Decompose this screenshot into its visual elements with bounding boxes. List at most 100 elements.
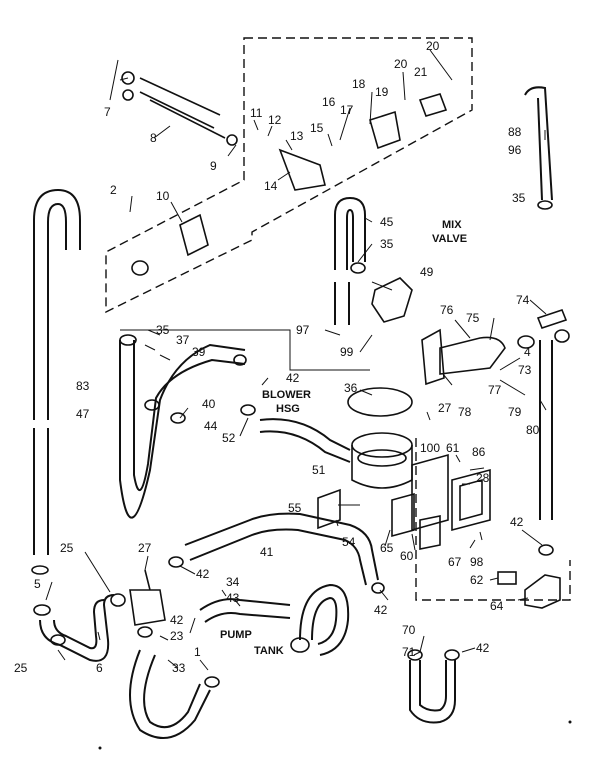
label-65: 65: [380, 541, 394, 555]
clamp-4: [517, 335, 535, 349]
label-62: 62: [470, 573, 484, 587]
label-67: 67: [448, 555, 462, 569]
leader-lines: [45, 49, 547, 671]
pump-tank-clamp: [290, 637, 310, 653]
blower-housing-51: [351, 445, 413, 489]
pump-plate-65: [419, 515, 441, 550]
label-35c: 35: [156, 323, 170, 337]
valve-inlet-8: [139, 77, 226, 139]
label-16: 16: [322, 95, 336, 109]
valve-bracket-10: [179, 213, 209, 257]
pump-fitting-27: [129, 569, 166, 626]
pump-assembly-boundary: [415, 438, 571, 601]
pipe-74: [536, 309, 568, 329]
label-44: 44: [204, 419, 218, 433]
label-61: 61: [446, 441, 460, 455]
label-54: 54: [342, 535, 356, 549]
label-40: 40: [202, 397, 216, 411]
marker-1: [568, 720, 572, 724]
label-42e: 42: [374, 603, 388, 617]
label-21: 21: [414, 65, 428, 79]
clamp-35-right: [537, 200, 553, 210]
label-25b: 25: [14, 661, 28, 675]
label-37: 37: [176, 333, 190, 347]
label-28: 28: [476, 471, 490, 485]
elbow-hose-6: [39, 594, 115, 662]
label-99: 99: [340, 345, 354, 359]
label-80: 80: [526, 423, 540, 437]
caption-mix-valve-2: VALVE: [432, 233, 467, 245]
label-25a: 25: [60, 541, 74, 555]
clamp-40: [144, 399, 160, 411]
caption-pump-1: PUMP: [220, 629, 252, 641]
label-42b: 42: [510, 515, 524, 529]
label-34: 34: [226, 575, 240, 589]
part-labels: 7 8 9 2 10 11 12 13 14 15 16 17 18 19 20…: [14, 39, 540, 675]
label-5: 5: [34, 577, 41, 591]
label-41: 41: [260, 545, 274, 559]
clamp-42-bottom: [204, 676, 220, 688]
label-6: 6: [96, 661, 103, 675]
label-36: 36: [344, 381, 358, 395]
label-27a: 27: [438, 401, 452, 415]
label-11: 11: [250, 106, 263, 120]
label-42a: 42: [286, 371, 300, 385]
label-70: 70: [402, 623, 416, 637]
label-97: 97: [296, 323, 310, 337]
hose-45: [334, 196, 366, 270]
label-86: 86: [472, 445, 486, 459]
clamp-35-mix: [350, 262, 366, 274]
label-78: 78: [458, 405, 472, 419]
label-20a: 20: [426, 39, 440, 53]
label-33: 33: [172, 661, 186, 675]
label-18: 18: [352, 77, 366, 91]
blower-housing-rim: [357, 449, 407, 467]
label-42d: 42: [170, 613, 184, 627]
label-35b: 35: [380, 237, 394, 251]
label-27b: 27: [138, 541, 152, 555]
label-98: 98: [470, 555, 484, 569]
valve-coil-21: [418, 93, 448, 117]
label-1: 1: [194, 645, 201, 659]
label-17: 17: [340, 103, 354, 117]
label-10: 10: [156, 189, 170, 203]
label-74: 74: [516, 293, 530, 307]
hose-83-lower: [33, 428, 49, 555]
clamp-42-23: [137, 626, 153, 638]
clamp-73: [554, 329, 570, 343]
clamp-5: [33, 604, 51, 616]
valve-outlet: [131, 260, 149, 276]
label-2: 2: [110, 183, 117, 197]
clamp-40b: [233, 354, 247, 366]
label-23: 23: [170, 629, 184, 643]
label-51: 51: [312, 463, 326, 477]
hose-96: [524, 86, 553, 201]
label-76: 76: [440, 303, 454, 317]
clamp-25-lower: [50, 634, 66, 646]
label-96: 96: [508, 143, 522, 157]
label-14: 14: [264, 179, 278, 193]
label-49: 49: [420, 265, 434, 279]
mount-64: [524, 574, 561, 609]
valve-assembly-boundary: [105, 37, 473, 314]
hose-70-71: [409, 660, 456, 724]
valve-screen-9: [226, 134, 238, 146]
valve-solenoid-19: [369, 110, 401, 150]
label-60: 60: [400, 549, 414, 563]
label-45: 45: [380, 215, 394, 229]
label-19: 19: [375, 85, 389, 99]
clamp-42-41b: [371, 582, 385, 594]
clamp-25-left: [31, 565, 49, 575]
pump-plate-100: [411, 453, 449, 532]
clamp-42-pipe: [538, 544, 554, 556]
pump-gasket-60: [391, 492, 415, 538]
label-83: 83: [76, 379, 90, 393]
marker-2: [98, 746, 102, 750]
valve-end-7: [121, 71, 135, 85]
bracket-49: [371, 277, 413, 323]
label-4: 4: [524, 345, 531, 359]
label-55: 55: [288, 501, 302, 515]
fitting-76: [421, 328, 445, 386]
label-8: 8: [150, 131, 157, 145]
